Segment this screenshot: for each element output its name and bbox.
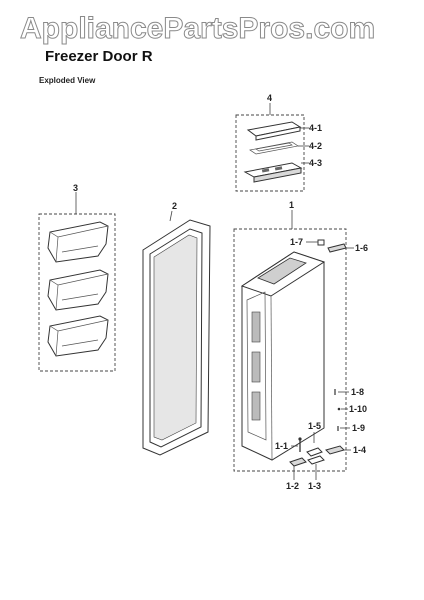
part-1-2: 1-2 <box>286 457 307 491</box>
group-3-frame <box>38 213 116 372</box>
callout-4-3: 4-3 <box>309 158 322 168</box>
group-4-frame <box>235 114 305 192</box>
gasket-opening <box>153 234 198 441</box>
callout-1-5: 1-5 <box>308 421 321 431</box>
part-1-8: 1-8 <box>334 387 364 397</box>
callout-4: 4 <box>267 93 272 103</box>
part-1-1-head <box>298 437 302 441</box>
diagram-title: Freezer Door R <box>45 48 153 65</box>
part-1-6: 1-6 <box>327 243 368 253</box>
part-1-6-shape <box>327 243 347 253</box>
part-1-7-shape <box>317 239 325 246</box>
part-1-10: 1-10 <box>337 404 367 414</box>
callout-1-2: 1-2 <box>286 481 299 491</box>
callout-1-3: 1-3 <box>308 481 321 491</box>
part-4-3-slot-2 <box>274 166 283 171</box>
part-group-4: 4 4-1 4-2 4-3 <box>235 93 322 192</box>
part-group-1: 1 1-7 1-6 <box>233 200 368 491</box>
part-1-10-shape <box>337 407 341 411</box>
door-top-recess <box>257 257 307 285</box>
part-1-7: 1-7 <box>290 237 325 247</box>
part-1-9: 1-9 <box>337 423 365 433</box>
callout-4-1: 4-1 <box>309 123 322 133</box>
callout-1-6: 1-6 <box>355 243 368 253</box>
door-liner-rib-3 <box>251 391 261 421</box>
part-1-5: 1-5 <box>306 421 323 457</box>
callout-1-9: 1-9 <box>352 423 365 433</box>
callout-1-4: 1-4 <box>353 445 366 455</box>
callout-1-1: 1-1 <box>275 441 288 451</box>
part-1-2-shape <box>289 457 307 467</box>
door-edge <box>270 295 273 461</box>
callout-4-2: 4-2 <box>309 141 322 151</box>
door-bin-2 <box>47 269 109 311</box>
part-1-4: 1-4 <box>325 445 366 455</box>
part-1-5-shape <box>306 447 323 457</box>
door-bin-3 <box>47 315 109 357</box>
group-1-frame <box>233 228 347 472</box>
callout-2: 2 <box>172 201 177 211</box>
part-4-1-edge <box>255 126 301 141</box>
door-liner-rib-2 <box>251 351 261 383</box>
watermark-logo: AppliancePartsPros.com <box>19 12 376 46</box>
part-4-2-inner <box>255 142 293 152</box>
leader-2 <box>169 210 173 222</box>
callout-1-10: 1-10 <box>349 404 367 414</box>
part-4-3-edge <box>253 167 302 183</box>
callout-1-8: 1-8 <box>351 387 364 397</box>
part-1-3-shape <box>307 455 325 465</box>
part-2-door-gasket: 2 <box>142 201 211 456</box>
callout-1-7: 1-7 <box>290 237 303 247</box>
part-1-1: 1-1 <box>275 437 302 452</box>
part-1-3: 1-3 <box>307 455 325 491</box>
part-1-4-shape <box>325 445 345 455</box>
part-group-3: 3 <box>38 183 116 372</box>
part-4-3-slot-1 <box>261 168 270 173</box>
door-liner <box>246 291 267 441</box>
callout-1: 1 <box>289 200 294 210</box>
diagram-subtitle: Exploded View <box>39 76 96 85</box>
callout-3: 3 <box>73 183 78 193</box>
door-bin-1 <box>47 221 109 263</box>
door-liner-rib-1 <box>251 311 261 343</box>
door-body <box>240 251 326 461</box>
